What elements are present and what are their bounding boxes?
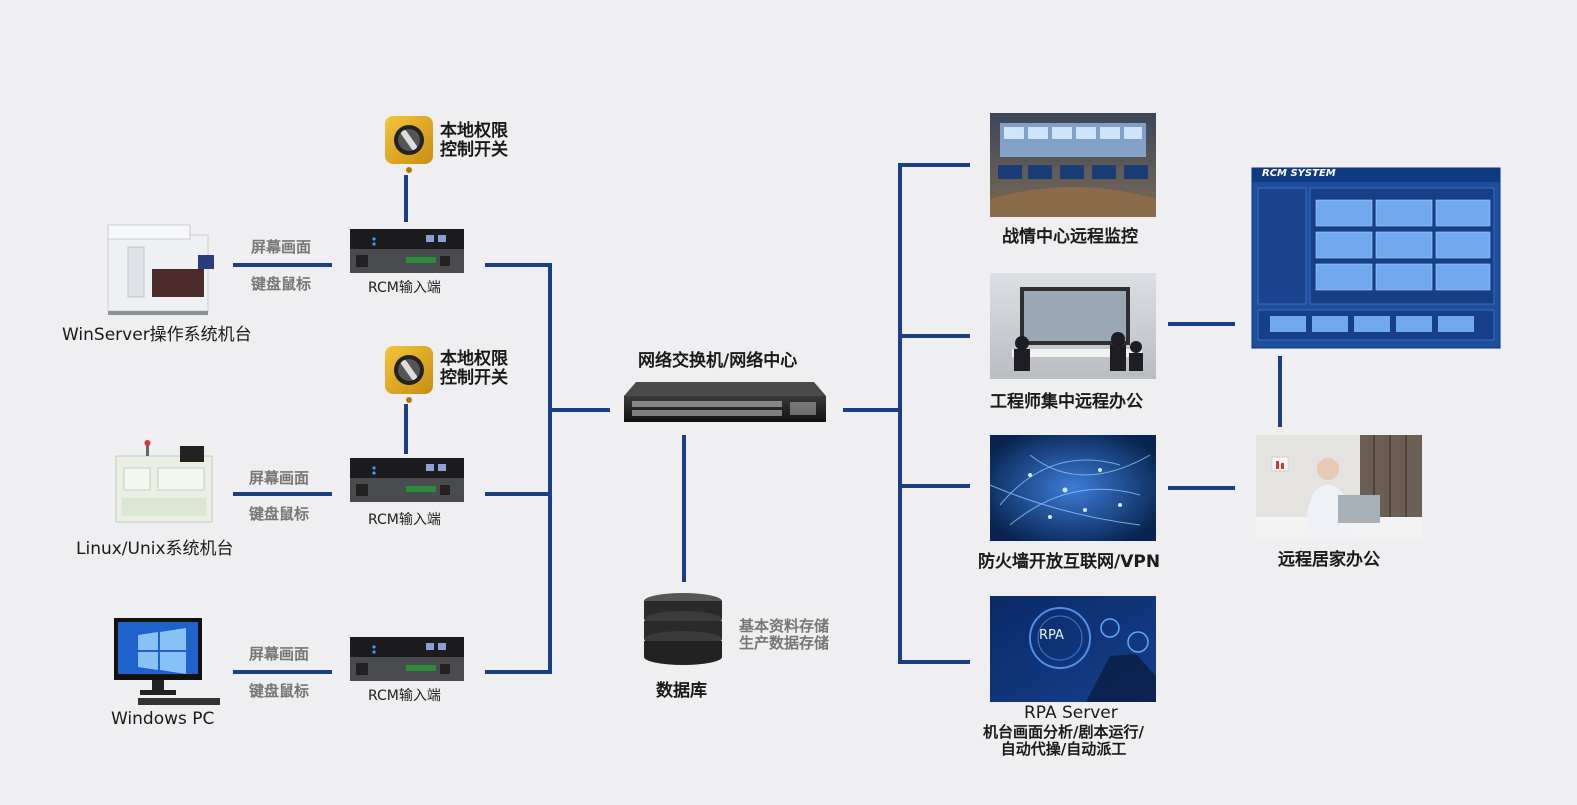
home-office-label: 远程居家办公 (1278, 550, 1380, 570)
engineer-office-label: 工程师集中远程办公 (990, 392, 1143, 412)
rpa-desc-line1: 机台画面分析/剧本运行/ (983, 723, 1144, 741)
local-switch-label-line2: 控制开关 (440, 140, 508, 160)
local-switch-label-line1: 本地权限 (440, 121, 508, 141)
network-switch-icon (624, 382, 826, 422)
database-icon (644, 593, 722, 665)
engineer-office-image (990, 273, 1156, 379)
rcm-input-label: RCM输入端 (368, 280, 441, 296)
winserver-label: WinServer操作系统机台 (62, 325, 252, 345)
windows-pc-icon (114, 618, 220, 705)
rcm-input-label: RCM输入端 (368, 688, 441, 704)
switch-label: 网络交换机/网络中心 (638, 351, 798, 371)
local-switch-label-line2: 控制开关 (440, 368, 508, 388)
db-note-basic: 基本资料存储 (739, 617, 830, 635)
screen-label: 屏幕画面 (249, 469, 310, 487)
screen-label: 屏幕画面 (249, 645, 310, 663)
linux-machine-icon (115, 440, 213, 523)
war-room-label: 战情中心远程监控 (1002, 227, 1138, 247)
rcm-system-title: RCM SYSTEM (1262, 168, 1336, 179)
database-notes: 基本资料存储 生产数据存储 (739, 618, 829, 652)
connection-lines (233, 163, 1282, 674)
firewall-label: 防火墙开放互联网/VPN (978, 552, 1161, 572)
rcm-input-device-icon (350, 637, 464, 681)
key-switch-icon (385, 346, 433, 403)
firewall-globe-image (989, 435, 1156, 541)
screen-label: 屏幕画面 (251, 238, 312, 256)
key-switch-icon (385, 116, 433, 173)
rpa-server-desc: 机台画面分析/剧本运行/ 自动代操/自动派工 (983, 724, 1144, 758)
rcm-system-window (1251, 167, 1501, 349)
local-switch-label-line1: 本地权限 (440, 349, 508, 369)
local-switch-label-2: 本地权限 控制开关 (440, 350, 508, 388)
rcm-input-device-icon (350, 229, 464, 273)
windows-pc-label: Windows PC (111, 709, 215, 729)
keyboard-mouse-label: 键盘鼠标 (249, 682, 310, 700)
rpa-desc-line2: 自动代操/自动派工 (1000, 740, 1127, 758)
home-office-image (1256, 435, 1422, 539)
keyboard-mouse-label: 键盘鼠标 (249, 505, 310, 523)
linux-label: Linux/Unix系统机台 (76, 539, 234, 559)
rpa-server-label: RPA Server (1024, 703, 1118, 723)
rcm-input-device-icon (350, 458, 464, 502)
rpa-badge: RPA (1039, 628, 1064, 643)
keyboard-mouse-label: 键盘鼠标 (251, 275, 312, 293)
local-switch-label-1: 本地权限 控制开关 (440, 122, 508, 160)
db-note-production: 生产数据存储 (739, 634, 830, 652)
rpa-server-image (990, 596, 1156, 702)
rcm-input-label: RCM输入端 (368, 512, 441, 528)
winserver-machine-icon (107, 224, 214, 315)
war-room-image (990, 113, 1156, 217)
database-label: 数据库 (656, 681, 707, 701)
